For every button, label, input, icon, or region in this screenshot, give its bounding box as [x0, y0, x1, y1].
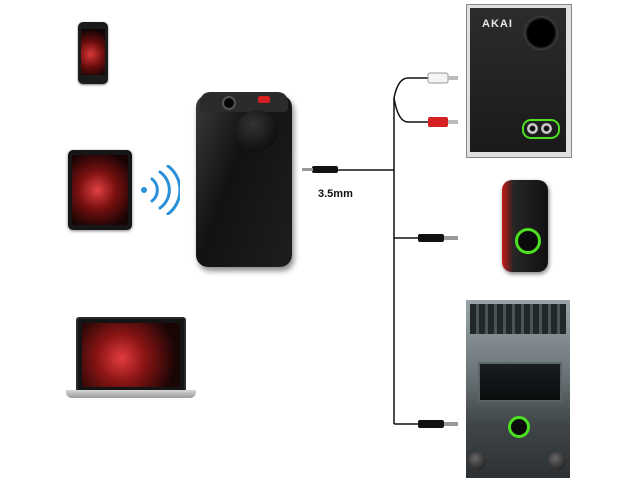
portable-plug-tip — [444, 236, 458, 240]
rca-white-cable — [393, 77, 428, 99]
speaker-input-highlight — [522, 119, 560, 139]
portable-speaker-icon — [502, 180, 548, 272]
rca-red-cable — [393, 97, 428, 123]
tablet-icon — [68, 150, 132, 230]
cable-size-label: 3.5mm — [318, 188, 353, 200]
speaker-rca-left — [527, 123, 538, 134]
rca-red-plug — [428, 117, 448, 127]
car-plug — [418, 420, 444, 428]
car-knob-left — [468, 452, 486, 470]
car-knob-right — [548, 452, 566, 470]
smartphone-icon — [78, 22, 108, 84]
receiver-led — [258, 96, 270, 103]
car-radio-display — [478, 362, 562, 402]
car-air-vents — [470, 304, 566, 334]
tablet-screen — [72, 155, 128, 225]
rca-white-plug — [427, 72, 449, 84]
phone-screen — [81, 29, 105, 75]
speaker-brand-logo: AKAI — [482, 18, 513, 30]
speaker-bass-port — [524, 16, 558, 50]
laptop-base — [66, 390, 196, 398]
portable-aux-highlight — [515, 228, 541, 254]
speaker-rca-right — [541, 123, 552, 134]
wireless-signal-icon — [141, 165, 180, 215]
laptop-display — [82, 323, 180, 387]
car-aux-highlight — [508, 416, 530, 438]
receiver-audio-jack — [222, 96, 236, 110]
laptop-icon — [76, 317, 186, 393]
receiver-button — [236, 110, 278, 152]
rca-white-tip — [448, 76, 458, 80]
car-plug-tip — [444, 422, 458, 426]
main-plug-tip — [302, 168, 313, 171]
portable-plug — [418, 234, 444, 242]
rca-red-tip — [448, 120, 458, 124]
main-plug — [312, 166, 338, 173]
